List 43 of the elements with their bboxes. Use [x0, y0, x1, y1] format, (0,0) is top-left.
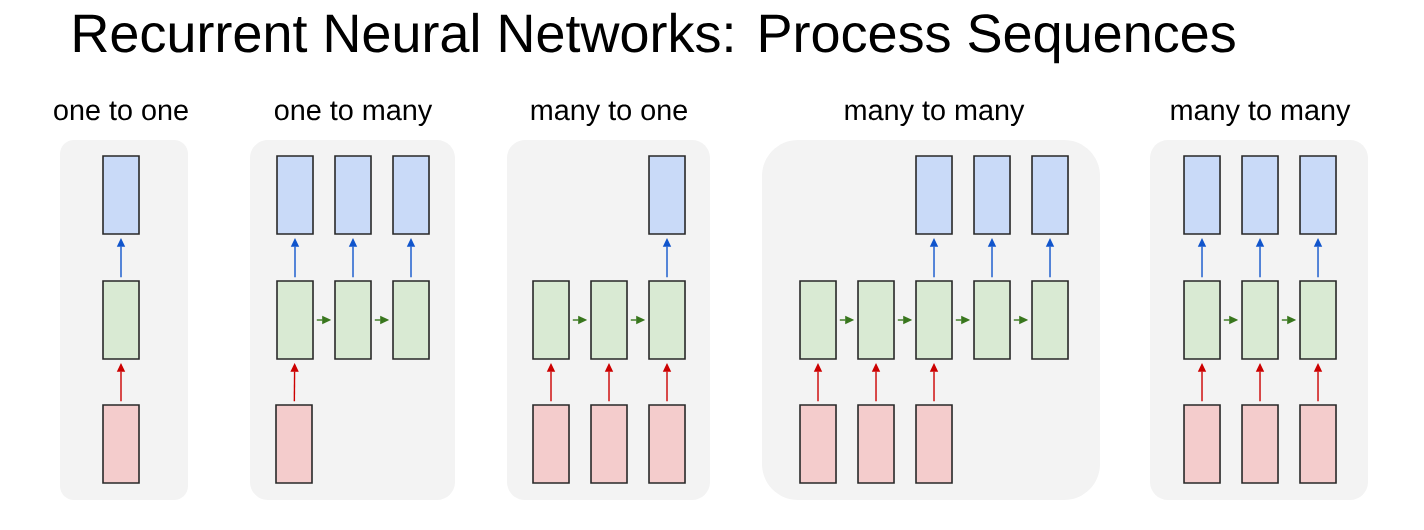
cell-box [392, 280, 430, 360]
cell-box [532, 404, 570, 484]
cell-box [1183, 155, 1221, 235]
cell-box [102, 155, 140, 235]
cell-box [275, 404, 313, 484]
cell-box [334, 155, 372, 235]
node-label: one to one [54, 101, 188, 121]
cell-box [648, 404, 686, 484]
cell-box [1031, 155, 1069, 235]
cell-box [915, 280, 953, 360]
node-label: many to one [531, 101, 687, 126]
node-label: many to many [845, 101, 1025, 126]
title: Recurrent Neural Networks: Process Sequences [74, 12, 1235, 64]
cell-box [1031, 280, 1069, 360]
cell-box [973, 280, 1011, 360]
cell-box [276, 280, 314, 360]
cell-box [915, 404, 953, 484]
cell-box [799, 280, 837, 360]
cell-box [915, 155, 953, 235]
node-label: one to many [274, 101, 433, 126]
cell-box [334, 280, 372, 360]
cell-box [532, 280, 570, 360]
cell-box [1241, 280, 1279, 360]
cell-box [276, 155, 314, 235]
cell-box [1299, 404, 1337, 484]
cell-box [857, 404, 895, 484]
cell-box [392, 155, 430, 235]
cell-box [102, 404, 140, 484]
cell-box [1299, 155, 1337, 235]
cell-box [648, 280, 686, 360]
cell-box [1241, 155, 1279, 235]
cell-box [1183, 404, 1221, 484]
cell-box [648, 155, 686, 235]
cell-box [1241, 404, 1279, 484]
cell-box [590, 280, 628, 360]
cell-box [799, 404, 837, 484]
cell-box [857, 280, 895, 360]
cell-box [590, 404, 628, 484]
cell-box [973, 155, 1011, 235]
cell-box [1183, 280, 1221, 360]
node-label: many to many [1171, 101, 1351, 126]
cell-box [102, 280, 140, 360]
cell-box [1299, 280, 1337, 360]
